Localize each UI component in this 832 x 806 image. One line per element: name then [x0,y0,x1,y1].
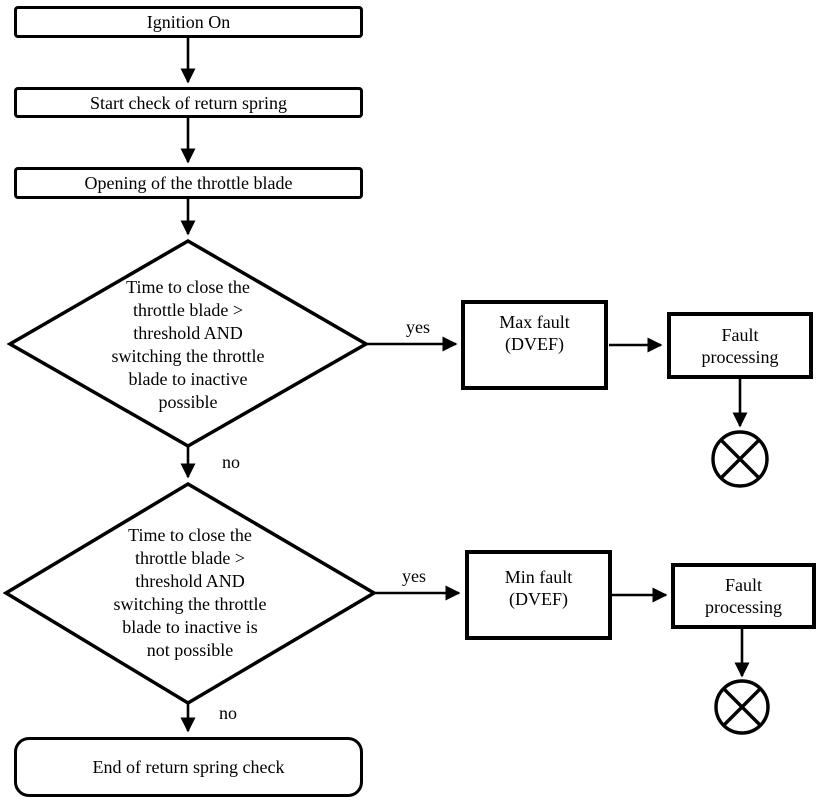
node-max-fault: Max fault (DVEF) [461,300,608,390]
node-fault-processing-bottom: Fault processing [671,563,816,629]
node-start-check: Start check of return spring [14,87,363,118]
edge-label-yes-bottom: yes [402,566,426,586]
decision-min-label: Time to close the throttle blade > thres… [113,525,267,660]
edge-label-no-bottom: no [219,703,237,723]
decision-min-diamond-shape [2,481,378,706]
decision-max-label: Time to close the throttle blade > thres… [111,277,265,412]
node-ignition-on: Ignition On [14,6,363,38]
decision-max-diamond-shape [6,238,370,449]
edge-label-no-top: no [222,452,240,472]
end-terminator-top-icon [711,430,769,488]
end-terminator-bottom-icon [714,679,770,735]
node-fault-processing-top: Fault processing [667,312,813,379]
edge-label-yes-top: yes [406,317,430,337]
node-opening-blade: Opening of the throttle blade [14,167,363,199]
flow-arrows [180,38,750,733]
node-min-fault: Min fault (DVEF) [465,550,612,640]
node-end-check: End of return spring check [14,737,363,797]
